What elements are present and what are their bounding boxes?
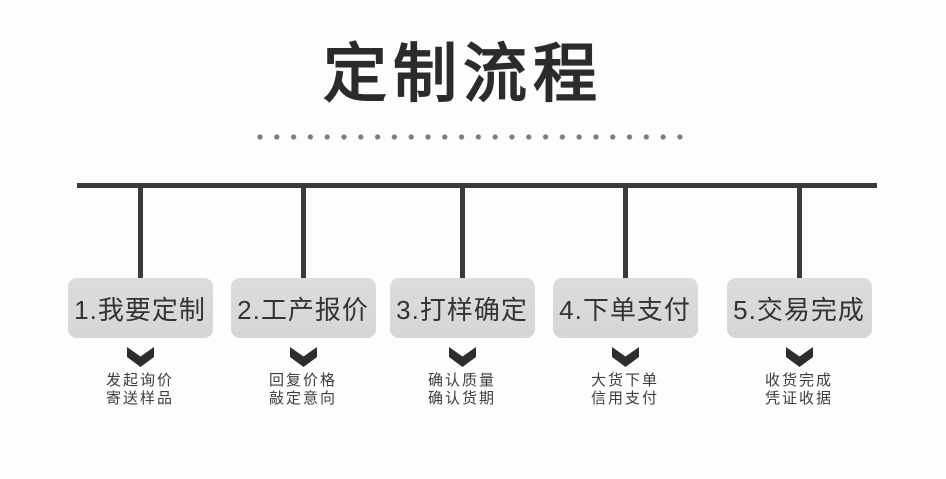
chevron-down-icon (126, 347, 154, 367)
step-captions: 发起询价 寄送样品 (106, 372, 174, 408)
step-label: 5.交易完成 (733, 294, 865, 325)
step-caption-line: 确认货期 (427, 390, 496, 407)
step-caption-line: 寄送样品 (105, 390, 174, 407)
step-column-2: 2.工产报价 回复价格 敲定意向 (221, 186, 385, 408)
trunk-line (77, 183, 877, 188)
step-box-4: 4.下单支付 (552, 278, 698, 338)
step-captions: 收货完成 凭证收据 (765, 372, 833, 408)
step-caption-line: 发起询价 (105, 372, 174, 389)
step-caption-line: 信用支付 (590, 390, 659, 407)
step-column-1: 1.我要定制 发起询价 寄送样品 (58, 186, 222, 408)
step-caption-line: 收货完成 (764, 372, 833, 389)
step-box-3: 3.打样确定 (389, 278, 535, 338)
step-column-3: 3.打样确定 确认质量 确认货期 (380, 186, 544, 408)
connector-line (137, 186, 143, 278)
step-caption-line: 凭证收据 (764, 390, 833, 407)
chevron-down-icon (448, 347, 476, 367)
step-label: 4.下单支付 (559, 294, 691, 325)
connector-line (622, 186, 628, 278)
step-box-1: 1.我要定制 (67, 278, 213, 338)
step-captions: 确认质量 确认货期 (428, 372, 496, 408)
dotted-divider (256, 133, 688, 141)
step-column-4: 4.下单支付 大货下单 信用支付 (543, 186, 707, 408)
step-caption-line: 大货下单 (590, 372, 659, 389)
step-box-2: 2.工产报价 (230, 278, 376, 338)
page-title: 定制流程 (323, 38, 603, 110)
step-label: 3.打样确定 (396, 294, 528, 325)
chevron-down-icon (611, 347, 639, 367)
connector-line (459, 186, 465, 278)
connector-line (300, 186, 306, 278)
connector-line (796, 186, 802, 278)
step-box-5: 5.交易完成 (726, 278, 872, 338)
step-label: 2.工产报价 (237, 294, 369, 325)
step-captions: 回复价格 敲定意向 (269, 372, 337, 408)
step-caption-line: 确认质量 (427, 372, 496, 389)
step-column-5: 5.交易完成 收货完成 凭证收据 (717, 186, 881, 408)
chevron-down-icon (289, 347, 317, 367)
chevron-down-icon (785, 347, 813, 367)
step-captions: 大货下单 信用支付 (591, 372, 659, 408)
step-label: 1.我要定制 (74, 294, 206, 325)
step-caption-line: 回复价格 (268, 372, 337, 389)
step-caption-line: 敲定意向 (268, 390, 337, 407)
